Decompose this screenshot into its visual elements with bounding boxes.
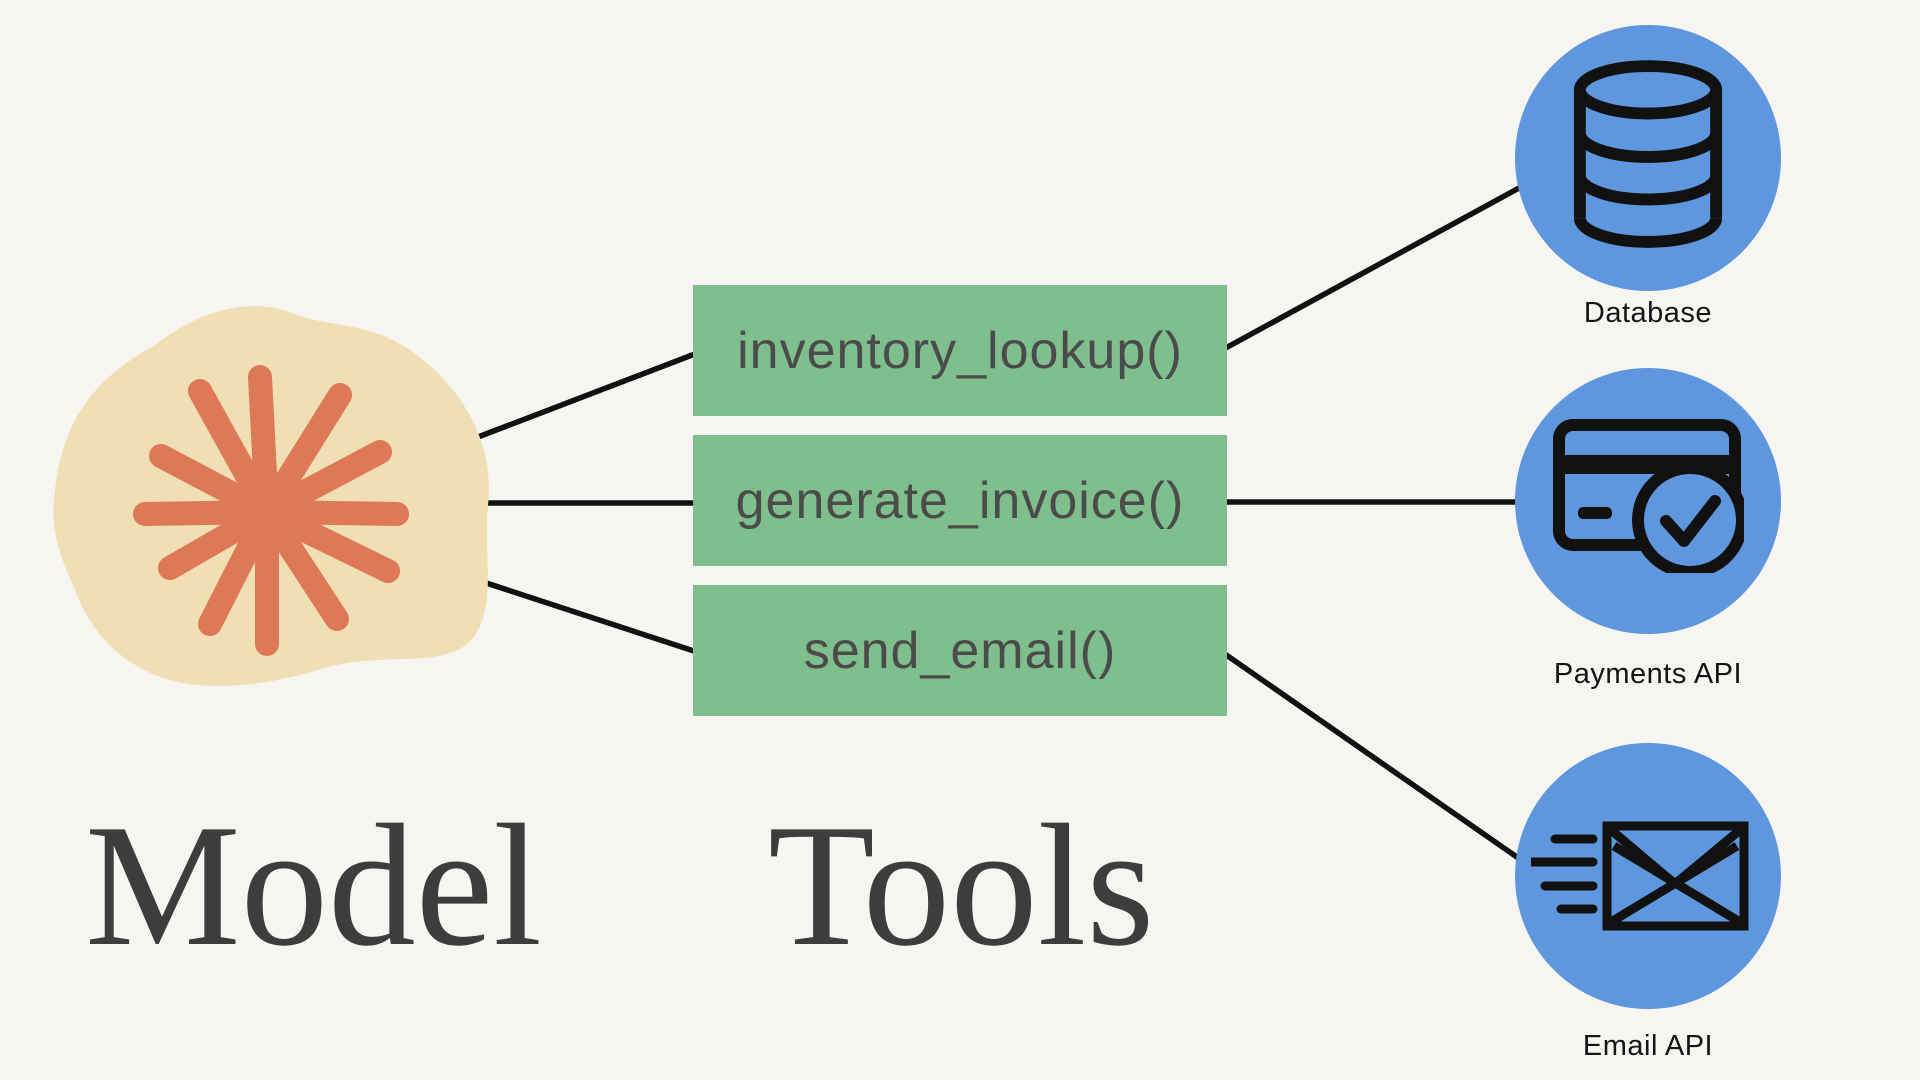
line-model-to-inventory (475, 349, 703, 440)
database-icon (1573, 60, 1723, 248)
tool-function-label: send_email() (803, 621, 1117, 680)
service-label-email: Email API (1582, 1030, 1714, 1062)
email-send-icon (1531, 821, 1749, 931)
tool-box-inventory-lookup: inventory_lookup() (693, 285, 1227, 416)
tool-function-label: generate_invoice() (735, 471, 1185, 530)
payments-card-check-icon (1553, 418, 1744, 573)
speed-lines (1531, 834, 1598, 914)
line-inventory-to-database (1219, 179, 1533, 353)
service-circle-email (1515, 743, 1781, 1009)
model-heading: Model (85, 788, 542, 982)
line-model-to-email (468, 575, 703, 656)
starburst-icon (133, 365, 409, 656)
tool-function-label: inventory_lookup() (737, 321, 1183, 380)
line-email-to-emailapi (1219, 649, 1527, 865)
model-blob (53, 306, 489, 687)
service-label-database: Database (1583, 297, 1713, 329)
tool-box-send-email: send_email() (693, 585, 1227, 716)
service-label-payments: Payments API (1553, 658, 1743, 690)
service-circle-payments (1515, 368, 1781, 634)
service-circle-database (1515, 25, 1781, 291)
tool-box-generate-invoice: generate_invoice() (693, 435, 1227, 566)
tools-heading: Tools (768, 788, 1155, 982)
